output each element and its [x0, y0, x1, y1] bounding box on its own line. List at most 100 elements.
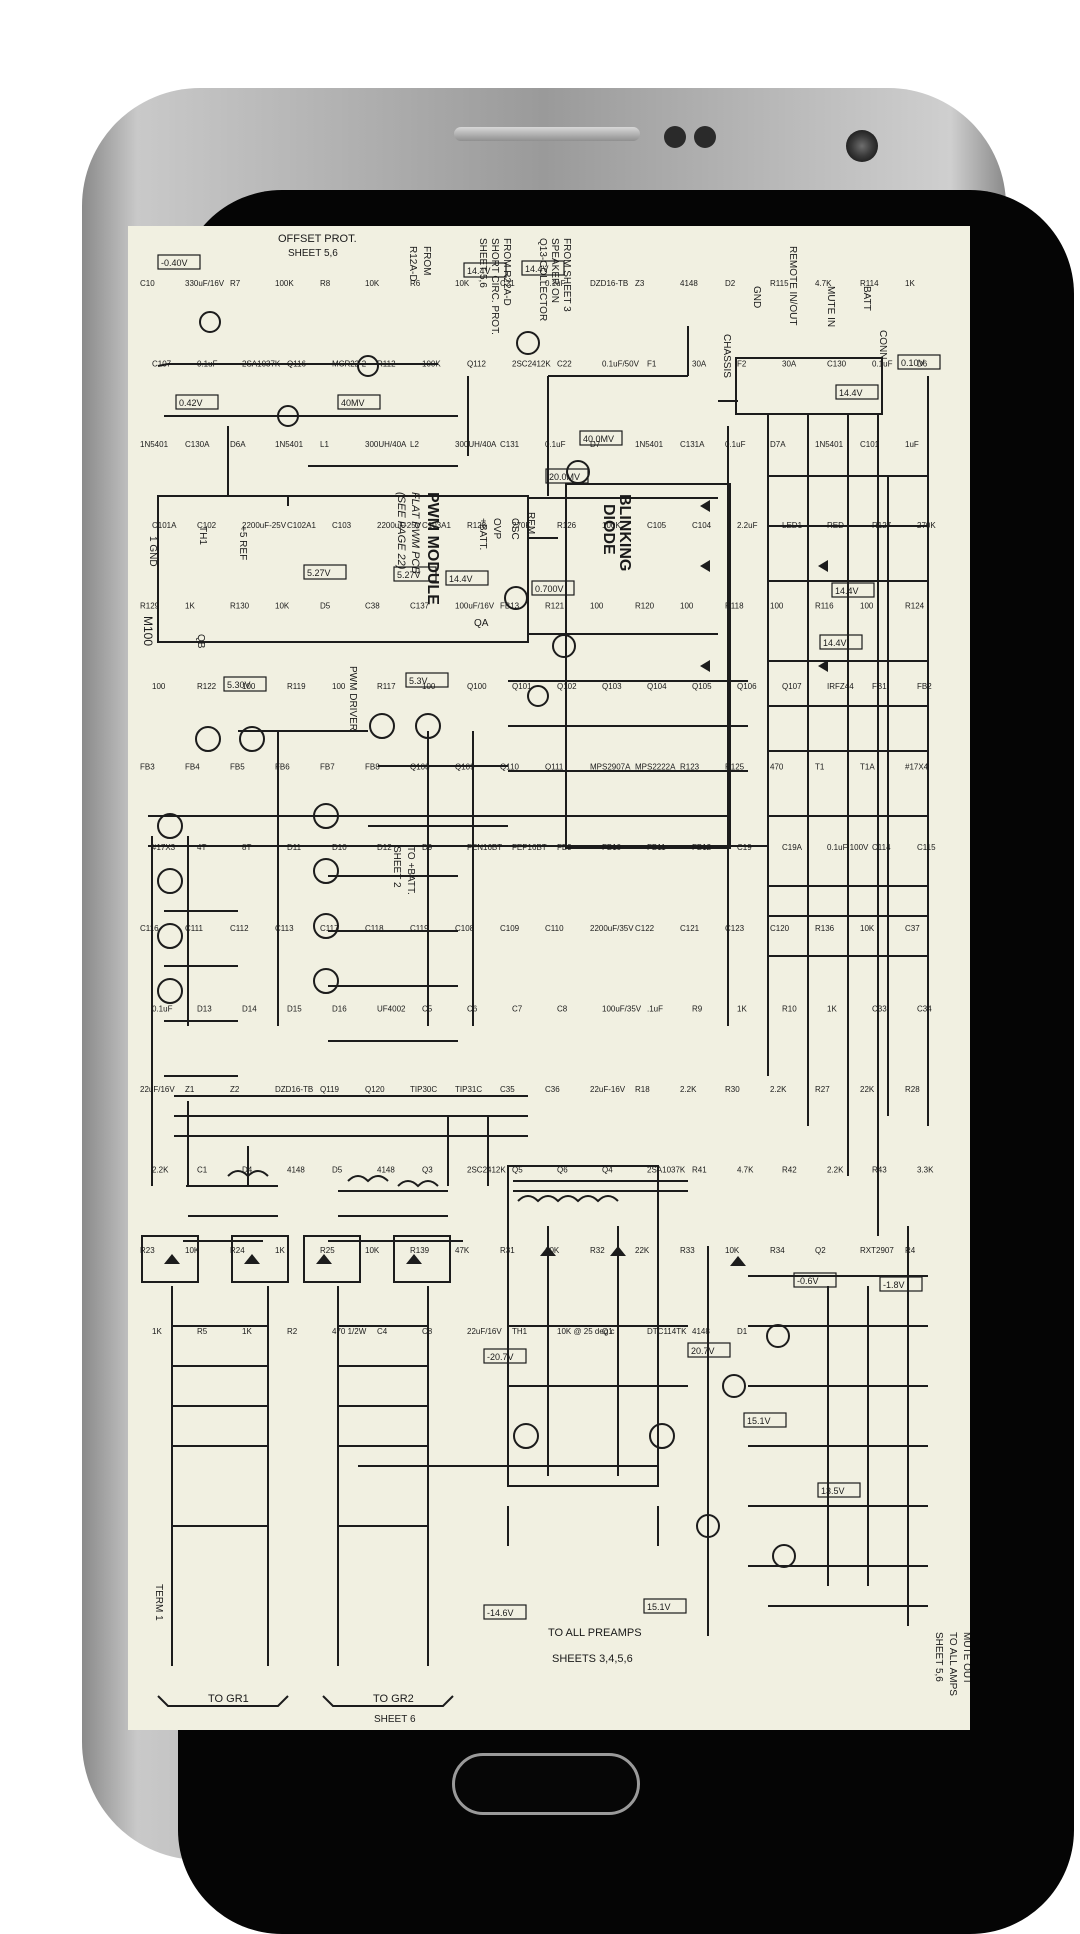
- component-label: C130: [827, 360, 847, 369]
- component-label: FB9: [557, 843, 572, 852]
- component-label: R125: [725, 763, 745, 772]
- component-label: 100K: [275, 279, 294, 288]
- component-label: R8: [320, 279, 331, 288]
- component-label: C108: [455, 924, 475, 933]
- component-label: 1K: [737, 1004, 747, 1013]
- component-label: Q112: [467, 360, 487, 369]
- component-label: C120: [770, 924, 790, 933]
- component-label: C111: [185, 924, 203, 933]
- component-label: MPS2222A: [635, 763, 676, 772]
- component-label: Z1: [185, 1085, 195, 1094]
- voltage-tag: 14.4V: [449, 574, 473, 584]
- proximity-sensor: [664, 126, 686, 148]
- component-label: FEN16BT: [467, 843, 502, 852]
- component-label: 100: [242, 682, 256, 691]
- component-label: 2.2K: [680, 1085, 697, 1094]
- component-label: MPS2907A: [590, 763, 631, 772]
- component-label: D5: [332, 1166, 343, 1175]
- label-offset-sheet: SHEET 5,6: [288, 248, 338, 259]
- voltage-tag-box: [337, 394, 381, 410]
- component-label: C36: [545, 1085, 560, 1094]
- schematic-screen[interactable]: OFFSET PROT. SHEET 5,6 FROM R12A-D FROM …: [128, 226, 970, 1730]
- component-label: R115: [770, 279, 789, 288]
- component-label: R114: [860, 279, 879, 288]
- component-label: 0.1uF: [197, 360, 218, 369]
- component-label: C35: [500, 1085, 515, 1094]
- component-label: 0.1uF: [725, 440, 746, 449]
- component-label: UF4002: [377, 1004, 406, 1013]
- pin-batt: +BATT.: [477, 518, 488, 550]
- component-label: Z2: [230, 1085, 240, 1094]
- home-button[interactable]: [452, 1753, 640, 1815]
- component-label: R18: [635, 1085, 650, 1094]
- component-label: FB2: [917, 682, 932, 691]
- component-label: 47K: [455, 1246, 470, 1255]
- voltage-tag: -20.7V: [487, 1352, 514, 1362]
- pwm-module-sub1: FLAT PWM PCB: [409, 492, 421, 574]
- label-from-r12a: FROM: [421, 246, 432, 275]
- component-label: Q110: [500, 763, 520, 772]
- voltage-tag: 5.27V: [397, 570, 421, 580]
- blinking-diode-box: [565, 483, 731, 849]
- component-label: C122: [635, 924, 655, 933]
- component-label: C107: [152, 360, 172, 369]
- component-label: FB11: [647, 843, 666, 852]
- component-label: R7: [230, 279, 241, 288]
- component-label: C19: [737, 843, 752, 852]
- component-label: D10: [332, 843, 347, 852]
- component-label: R27: [815, 1085, 830, 1094]
- component-label: 2SC2412K: [467, 1166, 506, 1175]
- component-label: FB13: [500, 601, 520, 610]
- component-label: 0.1uF: [152, 1004, 173, 1013]
- voltage-tag: 0.700V: [535, 584, 564, 594]
- voltage-tag: 15.1V: [647, 1602, 671, 1612]
- component-label: #17X3: [152, 843, 176, 852]
- component-label: 1K: [242, 1327, 252, 1336]
- component-label: R118: [725, 601, 744, 610]
- voltage-tag: -0.6V: [797, 1276, 819, 1286]
- label-mute-in: MUTE IN: [825, 286, 836, 327]
- component-label: R112: [377, 360, 396, 369]
- component-label: D14: [242, 1004, 257, 1013]
- component-label: R2: [287, 1327, 298, 1336]
- component-label: C37: [905, 924, 920, 933]
- voltage-tag-box: [817, 1482, 861, 1498]
- component-label: 2200uF/35V: [590, 924, 634, 933]
- component-label: C101: [860, 440, 880, 449]
- component-label: 10K: [455, 279, 470, 288]
- component-label: 10K: [365, 279, 380, 288]
- component-label: D1: [737, 1327, 748, 1336]
- component-label: IRFZ44: [827, 682, 854, 691]
- label-pwm-driver: PWM DRIVER: [347, 666, 358, 731]
- component-label: 0.1uF: [545, 279, 566, 288]
- component-label: C102A1: [287, 521, 316, 530]
- component-label: Z3: [635, 279, 645, 288]
- component-label: C1: [197, 1166, 208, 1175]
- component-label: 1K: [185, 601, 195, 610]
- component-label: 100: [332, 682, 346, 691]
- component-label: 100K: [602, 521, 621, 530]
- component-label: R23: [140, 1246, 155, 1255]
- component-label: Q106: [737, 682, 757, 691]
- component-label: RXT2907: [860, 1246, 894, 1255]
- component-label: Q102: [557, 682, 577, 691]
- voltage-tag: 5.30V: [227, 680, 251, 690]
- component-label: C7: [512, 1004, 523, 1013]
- label-term1: TERM 1: [153, 1584, 164, 1621]
- component-label: R4: [905, 1246, 916, 1255]
- component-label: C116: [140, 924, 159, 933]
- pin-ref: +5 REF: [237, 526, 248, 560]
- voltage-tag-box: [579, 430, 623, 446]
- component-label: 100: [590, 601, 604, 610]
- component-label: 0.1uF: [872, 360, 893, 369]
- component-label: Q120: [365, 1085, 385, 1094]
- component-label: Q3: [422, 1166, 433, 1175]
- voltage-tag-box: [463, 262, 507, 278]
- pwm-module-id: M100: [141, 616, 155, 646]
- voltage-tag-box: [643, 1598, 687, 1614]
- component-label: 10K @ 25 deg c: [557, 1327, 615, 1336]
- component-label: R130: [230, 601, 250, 610]
- pin-ovp: OVP: [491, 518, 502, 539]
- component-label: FB8: [365, 763, 380, 772]
